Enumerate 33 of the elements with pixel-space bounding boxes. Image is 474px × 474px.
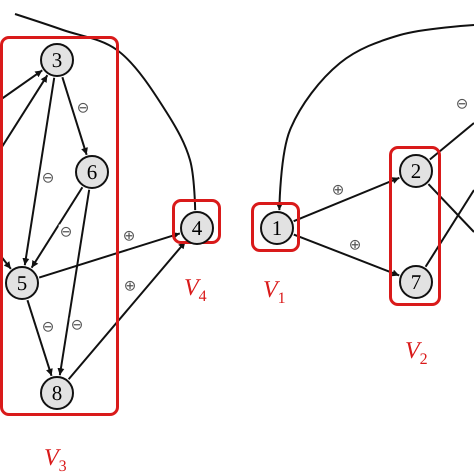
edge-label: ⊖ (70, 318, 84, 332)
arrow (22, 78, 56, 266)
group-label: V$_{2}$ (405, 339, 428, 368)
arrow (38, 232, 180, 279)
vertex-circle: 5 (5, 266, 39, 300)
arrow (30, 186, 84, 268)
group-label: V$_{1}$ (263, 278, 286, 307)
edge-label: ⊖ (454, 96, 470, 112)
edge-label: ⊕ (122, 278, 138, 294)
vertex-circle: 7 (399, 265, 433, 299)
edge-label: ⊕ (330, 182, 346, 198)
group-label: V$_{3}$ (44, 446, 67, 474)
arrow (68, 241, 186, 380)
arrow (0, 70, 43, 101)
edge-label: ⊕ (348, 238, 362, 252)
vertex-circle: 2 (399, 154, 433, 188)
edge-label: ⊖ (40, 170, 56, 186)
arrow (57, 190, 90, 376)
arrow (26, 300, 53, 376)
group-label: V$_{4}$ (184, 276, 207, 305)
vertex-circle: 6 (75, 155, 109, 189)
vertex-circle: 3 (40, 43, 74, 77)
arrow (293, 176, 400, 222)
arrow (293, 234, 400, 276)
arrow (61, 76, 88, 156)
edge-label: ⊖ (76, 100, 90, 116)
edge-label: ⊕ (122, 228, 136, 244)
vertex-circle: 8 (40, 376, 74, 410)
vertex-circle: 1 (260, 211, 294, 245)
arrow (276, 24, 474, 210)
vertex-circle: 4 (180, 211, 214, 245)
edge-label: ⊖ (40, 320, 56, 334)
edge-label: ⊖ (58, 224, 74, 240)
